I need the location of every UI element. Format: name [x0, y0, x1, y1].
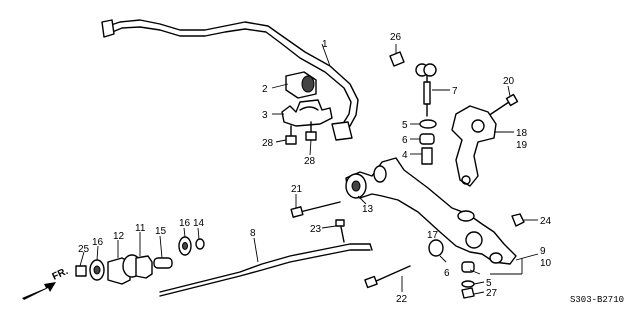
stabilizer-bar	[101, 19, 359, 141]
holder	[281, 99, 333, 127]
callout-14: 14	[193, 218, 205, 229]
callout-5a: 5	[402, 120, 408, 131]
callout-20: 20	[503, 76, 515, 87]
callout-28a: 28	[262, 138, 274, 149]
knuckle-bolt	[487, 93, 519, 117]
callout-24: 24	[540, 216, 552, 227]
callout-28b: 28	[304, 156, 316, 167]
callout-17: 17	[427, 230, 439, 241]
radius-rod-bushings	[75, 236, 205, 285]
callout-10: 10	[540, 258, 552, 269]
callout-18: 18	[516, 128, 528, 139]
callout-25: 25	[78, 244, 90, 255]
callout-13: 13	[362, 204, 374, 215]
stabilizer-link	[415, 63, 437, 117]
callout-6a: 6	[402, 135, 408, 146]
callout-7: 7	[452, 86, 458, 97]
callout-8: 8	[250, 228, 256, 239]
callout-16b: 16	[179, 218, 191, 229]
callout-9: 9	[540, 246, 546, 257]
bolt-22	[364, 265, 411, 289]
callout-11: 11	[135, 223, 146, 234]
callout-26: 26	[390, 32, 402, 43]
leader-lines	[79, 43, 539, 295]
callout-5b: 5	[486, 278, 492, 289]
callout-4: 4	[402, 150, 408, 161]
diagram-code: S303-B2710	[570, 295, 624, 305]
arm-bushings	[428, 239, 475, 299]
lower-arm	[345, 157, 517, 265]
front-direction-label: FR.	[51, 266, 70, 283]
bolt-21	[290, 201, 341, 218]
callout-12: 12	[113, 231, 125, 242]
callout-27: 27	[486, 288, 498, 299]
nut-24	[511, 213, 525, 227]
link-bushing-stack	[419, 119, 437, 165]
callout-2: 2	[262, 84, 268, 95]
callout-23: 23	[310, 224, 322, 235]
callout-22: 22	[396, 294, 408, 305]
callout-3: 3	[262, 110, 268, 121]
callout-15: 15	[155, 226, 167, 237]
callout-6b: 6	[444, 268, 450, 279]
holder-bolts	[285, 121, 317, 145]
callout-16a: 16	[92, 237, 104, 248]
callout-labels: 1 2 3 28 28 26 7 5 6 4 20 18 19 21 13 24…	[78, 32, 552, 305]
bolt-23	[335, 219, 345, 243]
callout-21: 21	[291, 184, 303, 195]
bushing	[285, 71, 317, 99]
radius-rod	[159, 243, 373, 297]
callout-1: 1	[322, 39, 328, 50]
callout-19: 19	[516, 140, 528, 151]
nut-26	[389, 51, 405, 67]
knuckle	[451, 105, 497, 187]
front-direction-arrow	[22, 282, 56, 300]
